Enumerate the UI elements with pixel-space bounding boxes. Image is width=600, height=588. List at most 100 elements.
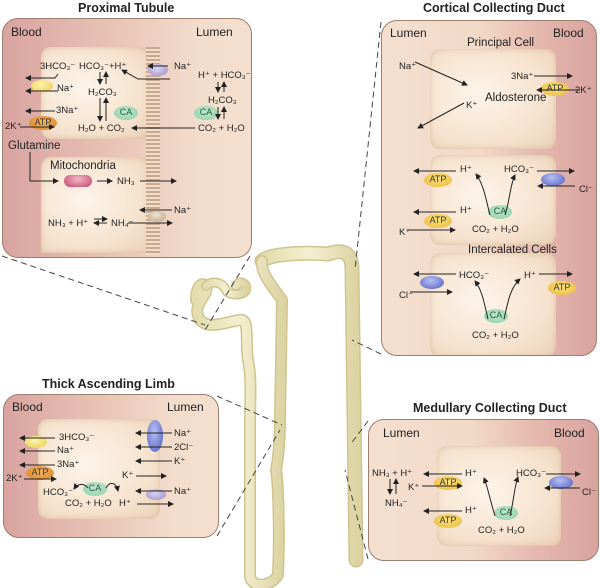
ccd-ic1-cl: Cl⁻ bbox=[579, 184, 593, 195]
pt-2k: 2K⁺ bbox=[5, 121, 22, 132]
ccd-2k: 2K⁺ bbox=[575, 85, 592, 96]
ccd-ic1-k: K⁺ bbox=[399, 227, 411, 238]
tal-co2-h2o: CO₂ + H₂O bbox=[65, 498, 112, 509]
mcd-blood-label: Blood bbox=[554, 426, 585, 440]
ccd-ic1-atp-bottom: ATP bbox=[424, 214, 452, 228]
ccd-ic2-atp: ATP bbox=[548, 281, 576, 295]
tal-k-cell: K⁺ bbox=[122, 470, 134, 481]
pt-blood-label: Blood bbox=[11, 25, 42, 39]
tal-atp: ATP bbox=[26, 466, 54, 480]
ccd-na: Na⁺ bbox=[399, 61, 417, 72]
ccd-panel: Lumen Blood bbox=[381, 20, 597, 356]
pt-hco3-h: HCO₃⁻+H⁺ bbox=[79, 61, 127, 72]
mcd-cl: Cl⁻ bbox=[582, 487, 596, 498]
ccd-ic1-ca: CA bbox=[488, 205, 512, 219]
ccd-ic1-hco3: HCO₃⁻ bbox=[504, 164, 534, 175]
mcd-anion-exchanger bbox=[549, 476, 573, 489]
pt-na-lumen: Na⁺ bbox=[174, 61, 192, 72]
pt-na-lumen2: Na⁺ bbox=[174, 205, 192, 216]
ccd-intercalated-cell-2 bbox=[430, 253, 556, 355]
tal-k-lumen: K⁺ bbox=[174, 456, 186, 467]
ccd-ic1-h-bottom: H⁺ bbox=[460, 205, 472, 216]
mcd-hco3: HCO₃⁻ bbox=[516, 468, 546, 479]
pt-h2co3-lumen: H₂CO₃ bbox=[208, 95, 237, 106]
mcd-co2-h2o: CO₂ + H₂O bbox=[478, 525, 525, 536]
tal-3na: 3Na⁺ bbox=[57, 459, 80, 470]
tal-panel: Blood Lumen bbox=[3, 394, 219, 538]
ccd-ic1-anion-exchanger bbox=[541, 173, 565, 186]
pt-h-hco3-lumen: H⁺ + HCO₃⁻ bbox=[198, 70, 251, 81]
ccd-intercalated-cells-label: Intercalated Cells bbox=[468, 244, 557, 256]
ccd-ic1-h-top: H⁺ bbox=[460, 164, 472, 175]
pt-3na: 3Na⁺ bbox=[56, 105, 79, 116]
ccd-title: Cortical Collecting Duct bbox=[423, 1, 565, 15]
mcd-k: K⁺ bbox=[408, 482, 420, 493]
mcd-title: Medullary Collecting Duct bbox=[413, 401, 567, 415]
pt-nh3-h: NH₃ + H⁺ bbox=[48, 218, 89, 229]
pt-ca-lumen: CA bbox=[194, 106, 218, 120]
pt-nh4: NH₄⁻ bbox=[111, 218, 134, 229]
ccd-3na: 3Na⁺ bbox=[511, 71, 534, 82]
ccd-ic2-h: H⁺ bbox=[524, 270, 536, 281]
pt-hco3-out: 3HCO₃⁻ bbox=[40, 61, 76, 72]
ccd-atp: ATP bbox=[541, 82, 569, 96]
tal-blood-label: Blood bbox=[12, 400, 43, 414]
pt-lower-cell bbox=[41, 157, 149, 253]
pt-atp: ATP bbox=[29, 116, 57, 130]
tal-nkcc2-transporter bbox=[147, 420, 163, 452]
tal-lumen-label: Lumen bbox=[167, 400, 204, 414]
tal-3hco3: 3HCO₃⁻ bbox=[59, 432, 95, 443]
ccd-ic1-co2-h2o: CO₂ + H₂O bbox=[472, 224, 519, 235]
pt-mitochondria: Mitochondria bbox=[50, 160, 116, 172]
pt-h2o-co2-cell: H₂O + CO₂ bbox=[78, 123, 125, 134]
nephron-tubule-drawing bbox=[190, 244, 364, 588]
ccd-k: K⁺ bbox=[466, 100, 478, 111]
pt-nhe-transporter bbox=[148, 64, 168, 76]
mcd-nh3-h: NH₃ + H⁺ bbox=[372, 468, 413, 479]
pt-co2-h2o-lumen: CO₂ + H₂O bbox=[198, 123, 245, 134]
tal-2k: 2K⁺ bbox=[6, 473, 23, 484]
pt-glutamine: Glutamine bbox=[8, 140, 61, 152]
mcd-ca: CA bbox=[494, 506, 518, 520]
pt-h2co3-cell: H₂CO₃ bbox=[88, 87, 117, 98]
proximal-tubule-title: Proximal Tubule bbox=[78, 1, 175, 15]
ccd-ic2-co2-h2o: CO₂ + H₂O bbox=[472, 330, 519, 341]
mcd-h-top: H⁺ bbox=[465, 468, 477, 479]
tal-title: Thick Ascending Limb bbox=[42, 377, 175, 391]
mcd-panel: Lumen Blood bbox=[368, 419, 599, 561]
tal-nhe3-transporter bbox=[146, 489, 166, 500]
pt-nbc-transporter bbox=[31, 80, 53, 92]
ccd-ic2-hco3: HCO₃⁻ bbox=[459, 270, 489, 281]
ccd-principal-cell-label: Principal Cell bbox=[467, 37, 535, 49]
ccd-aldosterone: Aldosterone bbox=[485, 92, 547, 104]
ccd-ic1-atp-top: ATP bbox=[424, 173, 452, 187]
tal-hco3-cell: HCO₃⁻ bbox=[43, 487, 73, 498]
mcd-nh4: NH₄⁻ bbox=[385, 498, 408, 509]
pt-nh4-exchanger bbox=[148, 211, 166, 222]
ccd-blood-label: Blood bbox=[553, 26, 584, 40]
ccd-ic2-ca: CA bbox=[484, 309, 508, 323]
pt-na-basolateral: Na⁺ bbox=[57, 83, 75, 94]
ccd-ic2-anion-exchanger bbox=[420, 276, 444, 289]
ccd-ic2-cl: Cl⁻ bbox=[399, 290, 413, 301]
mcd-atp-top: ATP bbox=[434, 476, 462, 490]
tal-2cl: 2Cl⁻ bbox=[174, 442, 194, 453]
mcd-cell bbox=[437, 446, 561, 546]
pt-upper-cell bbox=[41, 47, 149, 139]
pt-nh3: NH₃ bbox=[117, 176, 135, 187]
pt-ca-cell: CA bbox=[114, 106, 138, 120]
tal-na-lumen: Na⁺ bbox=[174, 428, 192, 439]
mcd-atp-bottom: ATP bbox=[434, 514, 462, 528]
tal-nbc-transporter bbox=[25, 436, 47, 448]
pt-mitochondrion bbox=[64, 175, 92, 187]
pt-lumen-label: Lumen bbox=[196, 25, 233, 39]
tal-h: H⁺ bbox=[119, 498, 131, 509]
mcd-lumen-label: Lumen bbox=[383, 426, 420, 440]
tal-ca: CA bbox=[83, 482, 107, 496]
tal-na-lumen2: Na⁺ bbox=[174, 486, 192, 497]
ccd-lumen-label: Lumen bbox=[390, 26, 427, 40]
proximal-tubule-panel: Blood Lumen bbox=[2, 18, 252, 258]
pt-brush-border-lower bbox=[146, 159, 160, 255]
mcd-h-bottom: H⁺ bbox=[465, 505, 477, 516]
tal-na: Na⁺ bbox=[57, 445, 75, 456]
